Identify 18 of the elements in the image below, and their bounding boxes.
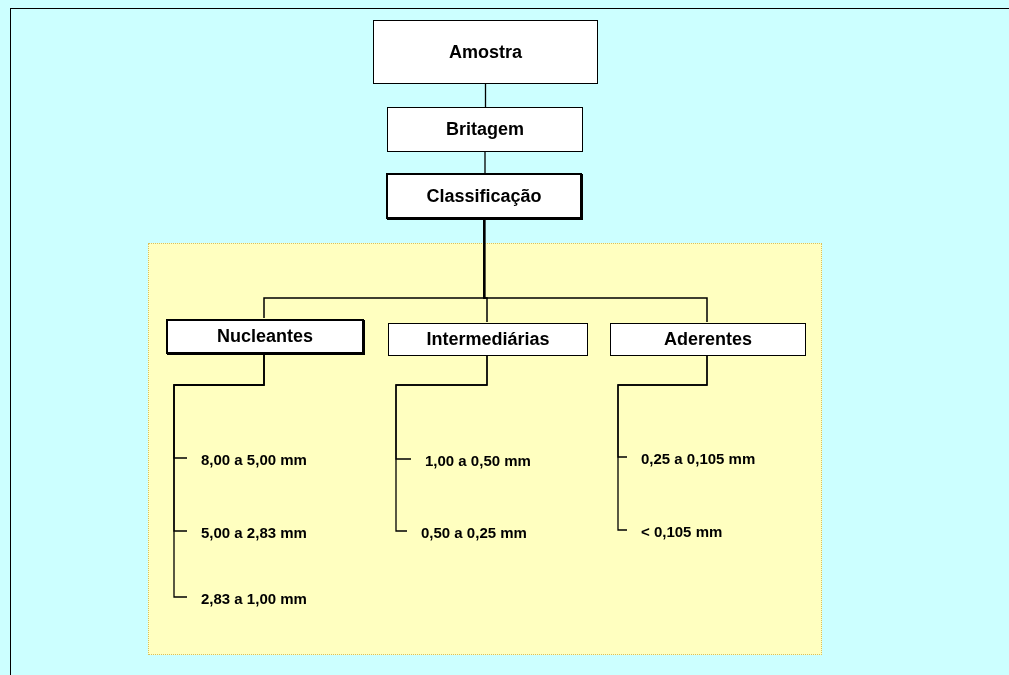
process-box: Nucleantes — [166, 319, 364, 354]
connector-line — [173, 352, 265, 598]
size-range-label: 1,00 a 0,50 mm — [425, 450, 565, 470]
process-box: Aderentes — [610, 323, 806, 356]
connector-line — [395, 354, 488, 532]
process-box: Intermediárias — [388, 323, 588, 356]
connector-line — [617, 354, 708, 531]
size-range-label: 5,00 a 2,83 mm — [201, 522, 341, 542]
size-range-label: 0,50 a 0,25 mm — [421, 522, 561, 542]
size-range-label: 2,83 a 1,00 mm — [201, 588, 341, 608]
connector-line — [484, 83, 487, 108]
size-range-label: < 0,105 mm — [641, 521, 781, 541]
process-box: Amostra — [373, 20, 598, 84]
size-range-label: 8,00 a 5,00 mm — [201, 449, 341, 469]
group-panel — [148, 243, 822, 655]
process-box: Classificação — [386, 173, 582, 219]
process-box: Britagem — [387, 107, 583, 152]
size-range-label: 0,25 a 0,105 mm — [641, 448, 791, 468]
